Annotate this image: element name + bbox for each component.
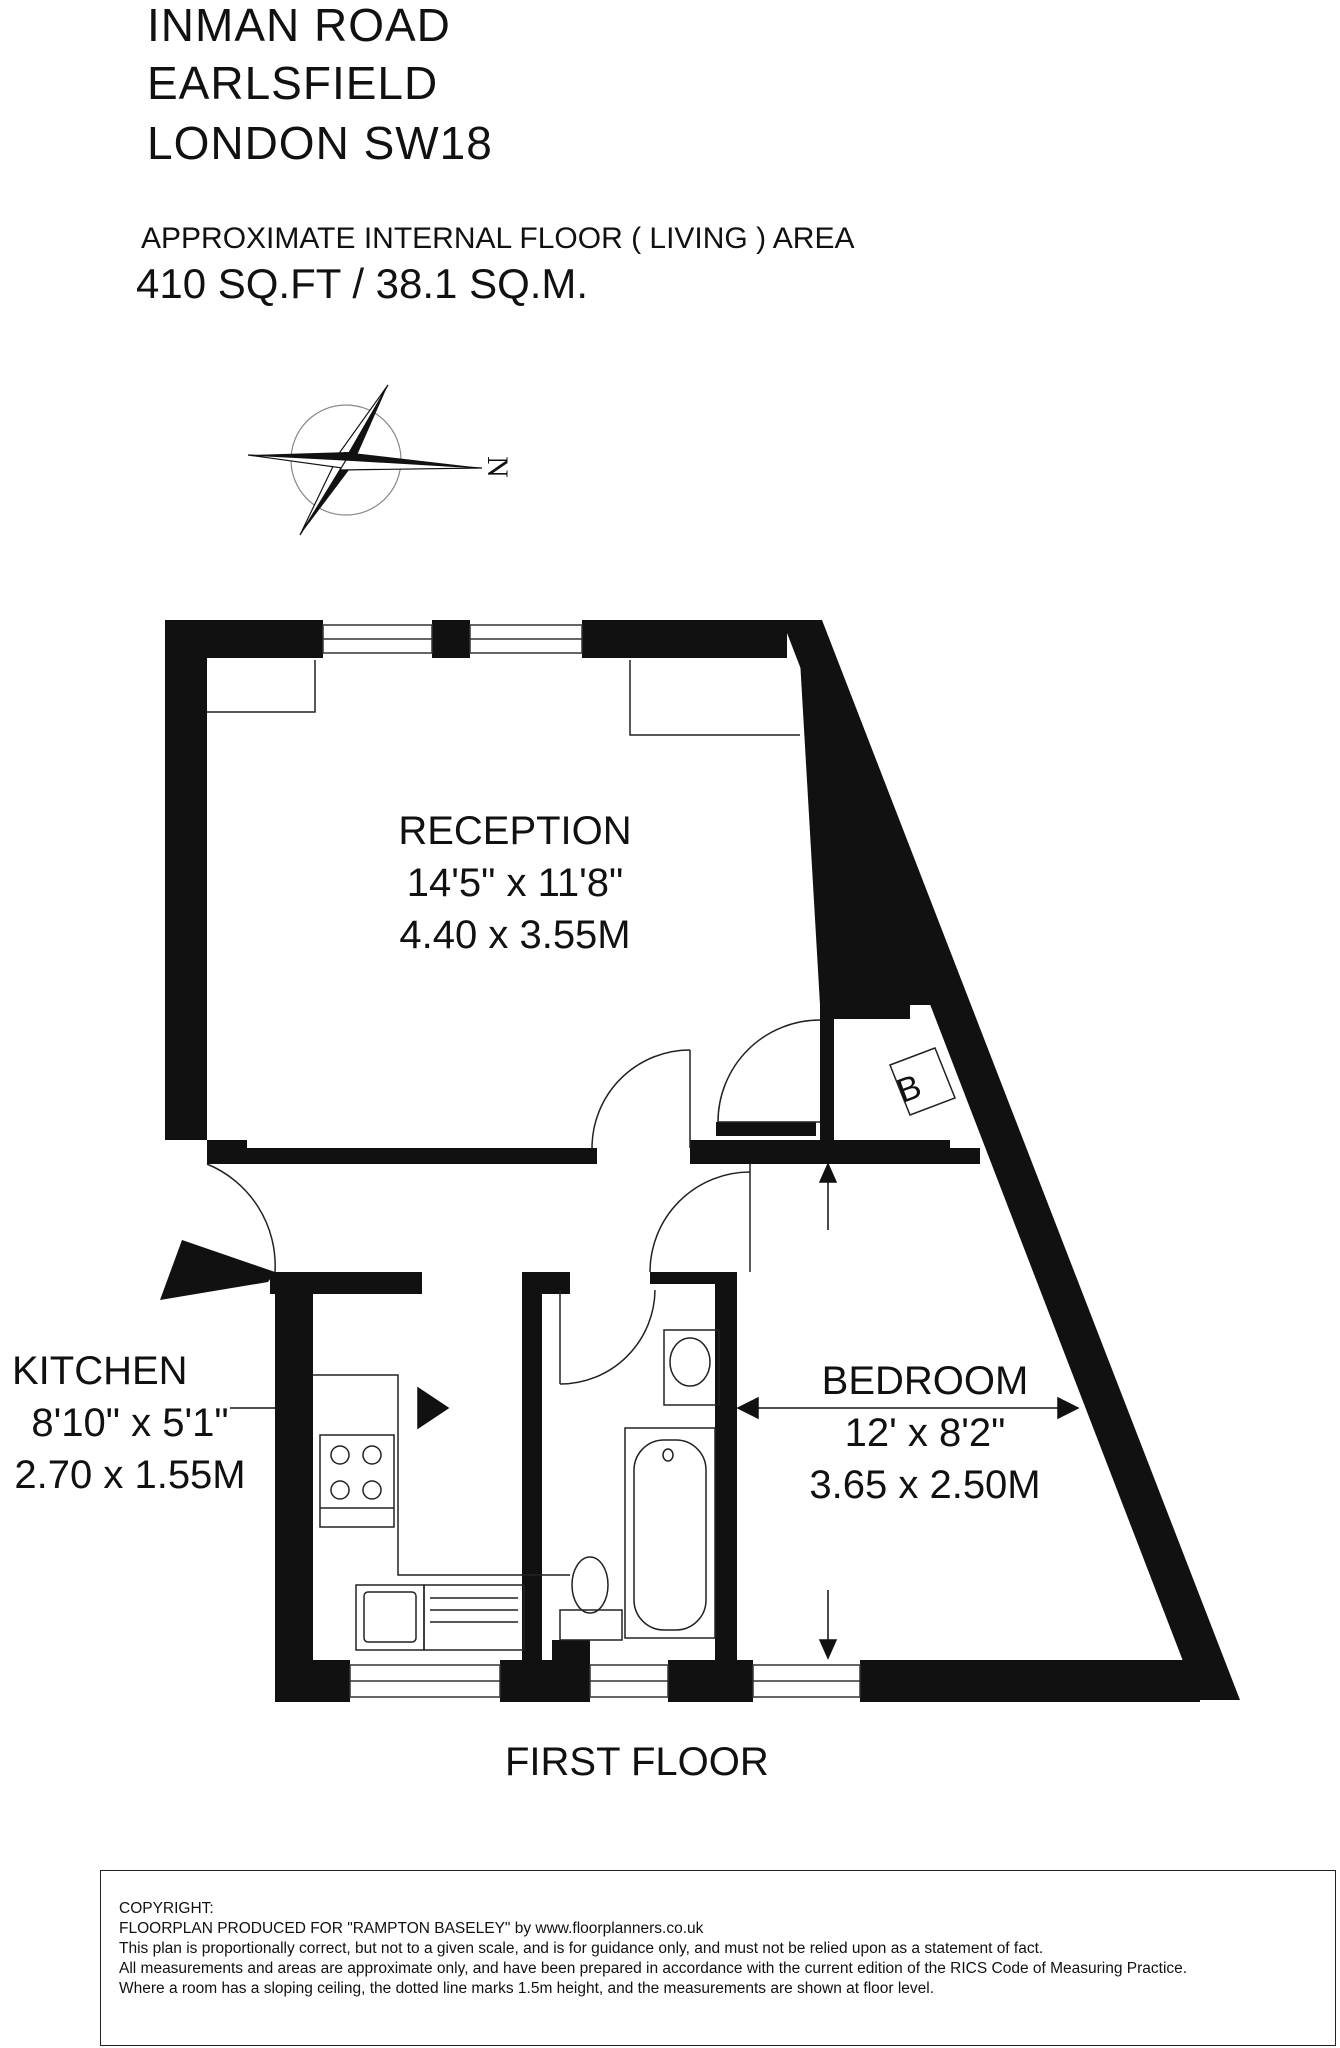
- room-label-kitchen: KITCHEN 8'10" x 5'1" 2.70 x 1.55M: [0, 1345, 260, 1501]
- room-imperial: 14'5" x 11'8": [406, 861, 624, 905]
- copyright-box: COPYRIGHT: FLOORPLAN PRODUCED FOR "RAMPT…: [100, 1870, 1336, 2046]
- room-imperial: 12' x 8'2": [844, 1411, 1006, 1455]
- area-label: APPROXIMATE INTERNAL FLOOR ( LIVING ) AR…: [141, 222, 855, 255]
- arrow-down-icon: [818, 1639, 838, 1660]
- room-metric: 2.70 x 1.55M: [14, 1453, 246, 1497]
- walls: [160, 620, 1240, 1702]
- address-line-1: INMAN ROAD: [147, 0, 451, 51]
- copyright-line: Where a room has a sloping ceiling, the …: [119, 1980, 935, 1997]
- windows: [322, 624, 861, 1698]
- area-value: 410 SQ.FT / 38.1 SQ.M.: [136, 260, 589, 307]
- arrow-up-icon: [818, 1162, 838, 1183]
- arrow-right-icon: [417, 1386, 450, 1430]
- room-label-bedroom: BEDROOM 12' x 8'2" 3.65 x 2.50M: [780, 1355, 1070, 1511]
- copyright-line: All measurements and areas are approxima…: [119, 1960, 1188, 1977]
- room-metric: 3.65 x 2.50M: [809, 1463, 1041, 1507]
- address-line-2: EARLSFIELD: [147, 57, 439, 109]
- compass-icon: [247, 384, 483, 536]
- copyright-heading: COPYRIGHT:: [119, 1900, 214, 1917]
- room-metric: 4.40 x 3.55M: [399, 913, 631, 957]
- floor-name: FIRST FLOOR: [505, 1740, 769, 1784]
- arrow-right-icon: [1057, 1396, 1080, 1420]
- compass-north-label: N: [480, 456, 514, 478]
- room-name: RECEPTION: [398, 809, 632, 853]
- address-line-3: LONDON SW18: [147, 117, 493, 169]
- dimension-arrows: [230, 1162, 1080, 1660]
- fixtures: [206, 660, 956, 1651]
- copyright-line: FLOORPLAN PRODUCED FOR "RAMPTON BASELEY"…: [119, 1920, 704, 1937]
- room-imperial: 8'10" x 5'1": [31, 1401, 229, 1445]
- room-label-reception: RECEPTION 14'5" x 11'8" 4.40 x 3.55M: [360, 805, 670, 961]
- room-name: BEDROOM: [821, 1359, 1029, 1403]
- arrow-left-icon: [736, 1396, 759, 1420]
- copyright-line: This plan is proportionally correct, but…: [119, 1940, 1044, 1957]
- room-name: KITCHEN: [12, 1349, 188, 1393]
